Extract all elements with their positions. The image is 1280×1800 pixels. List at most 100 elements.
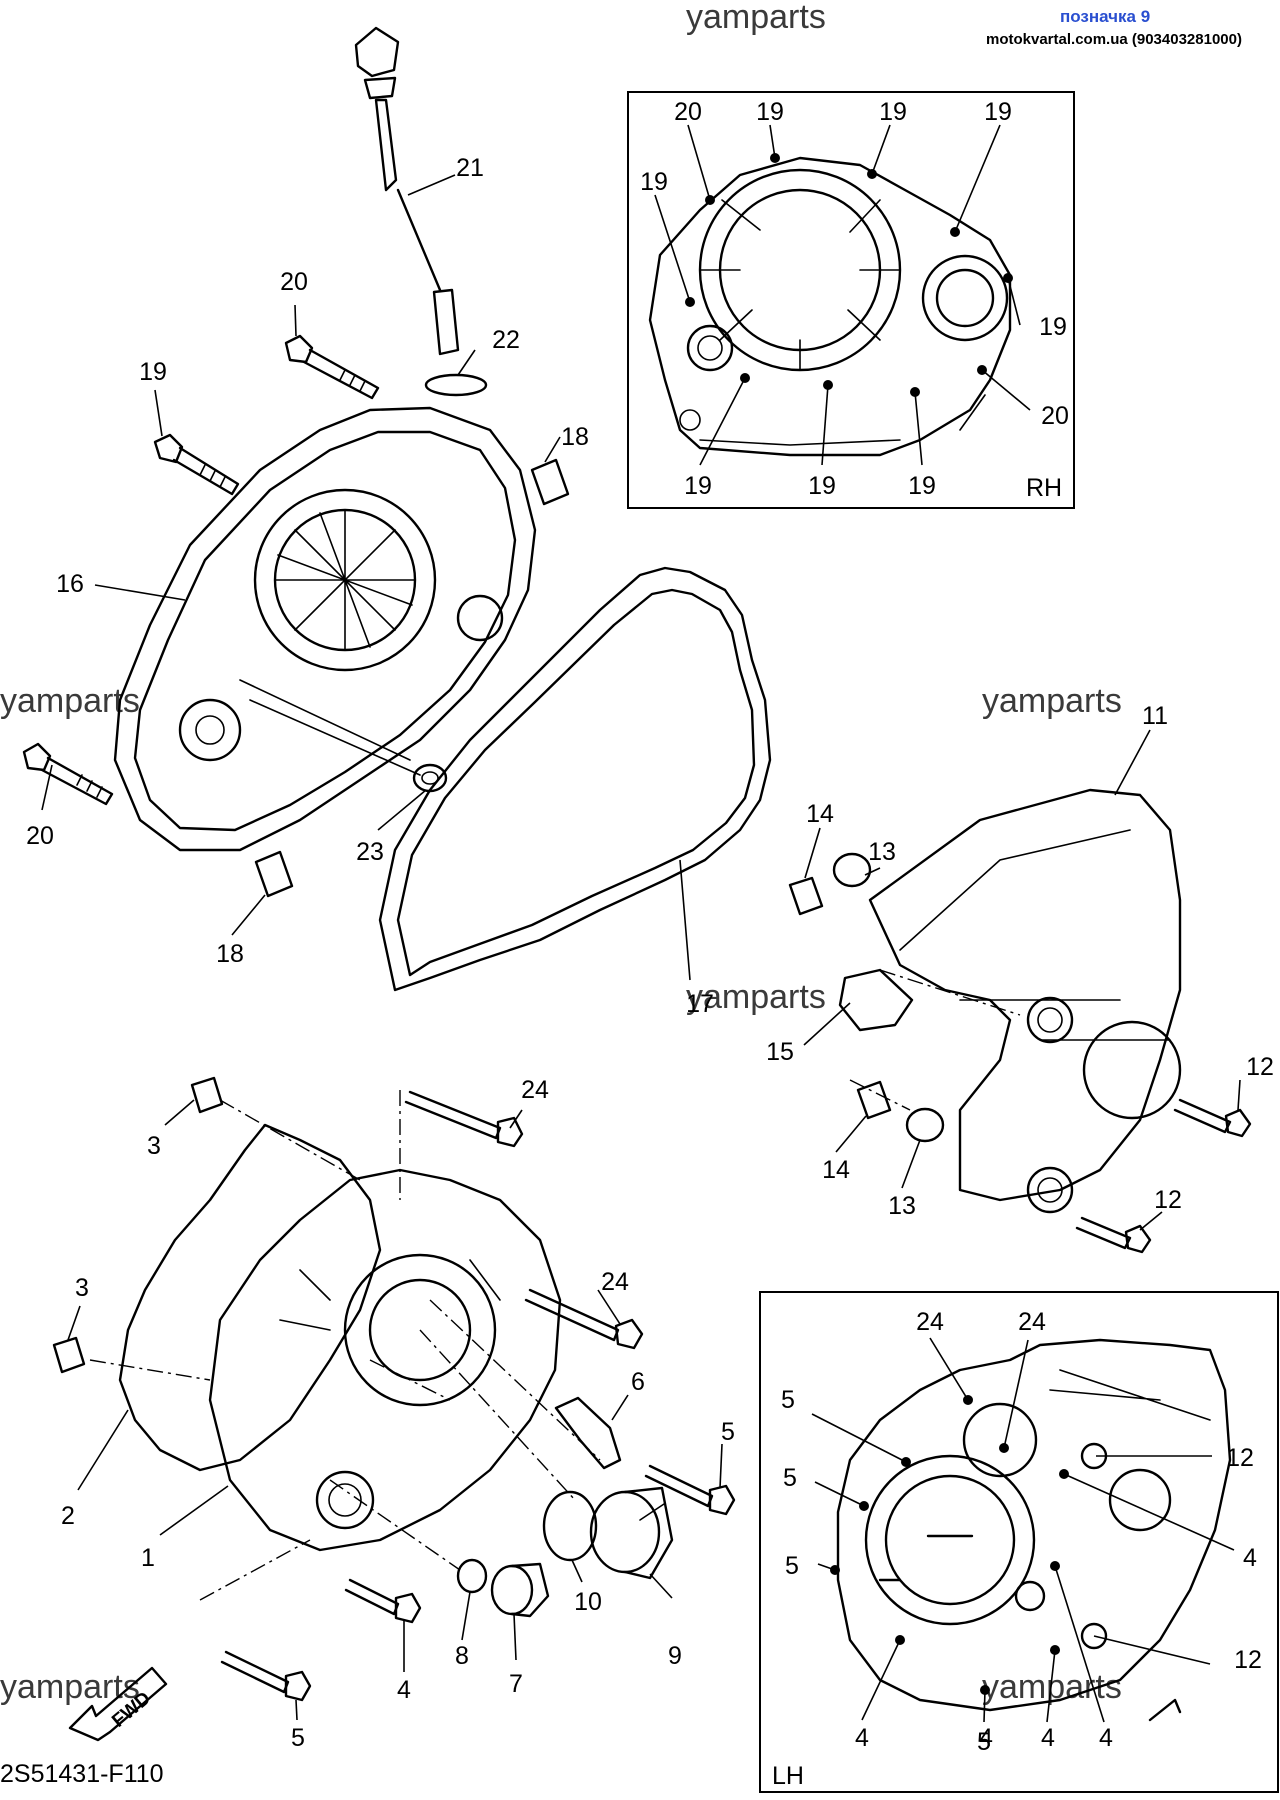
callout-label: 4 <box>1041 1724 1055 1752</box>
right-cover-leaders <box>803 729 1241 1231</box>
callout-label: 5 <box>783 1464 797 1492</box>
clutch-cover <box>113 406 537 852</box>
gasket <box>378 566 772 992</box>
callout-label: 9 <box>668 1642 682 1670</box>
callout-label: 20 <box>674 98 702 126</box>
oil-seal <box>412 763 448 793</box>
callout-label: 19 <box>684 472 712 500</box>
o-ring <box>542 1490 598 1562</box>
callout-label: 20 <box>1041 402 1069 430</box>
callout-label: 7 <box>509 1670 523 1698</box>
callout-label: 19 <box>756 98 784 126</box>
damper <box>838 968 914 1032</box>
bolt <box>1075 1216 1152 1254</box>
callout-label: 13 <box>888 1192 916 1220</box>
right-cover-assembly: 11 14 13 15 12 14 13 12 <box>766 702 1274 1254</box>
callout-label: 3 <box>75 1274 89 1302</box>
callout-label: 20 <box>26 822 54 850</box>
collar <box>856 1080 892 1120</box>
callout-label: 11 <box>1142 702 1168 730</box>
callout-label: 14 <box>806 800 834 828</box>
callout-label: 2 <box>61 1502 75 1530</box>
lower-assembly: 24 3 24 3 6 5 2 1 10 8 9 7 4 5 <box>52 1076 736 1752</box>
callout-label: 24 <box>601 1268 629 1296</box>
bolt <box>1173 1098 1252 1138</box>
callout-label: 5 <box>781 1386 795 1414</box>
dowel-pin <box>254 850 294 898</box>
header-site: motokvartal.com.ua (903403281000) <box>986 31 1242 48</box>
callout-label: 19 <box>640 168 668 196</box>
callout-label: 23 <box>356 838 384 866</box>
grommet <box>832 852 872 888</box>
bolt <box>22 742 114 806</box>
callout-label: 24 <box>521 1076 549 1104</box>
watermark: yamparts <box>686 978 826 1016</box>
callout-label: 22 <box>492 326 520 354</box>
bolt <box>220 1650 312 1702</box>
callout-label: 18 <box>561 423 589 451</box>
callout-label: 24 <box>1018 1308 1046 1336</box>
callout-label: 10 <box>574 1588 602 1616</box>
callout-label: 12 <box>1154 1186 1182 1214</box>
dowel-pin <box>530 458 570 506</box>
rh-cover-drawing <box>648 156 1012 457</box>
lh-leaders <box>811 1337 1235 1723</box>
callout-label: 1 <box>141 1544 155 1572</box>
header-title: позначка 9 <box>1060 7 1150 26</box>
bolt <box>404 1090 524 1148</box>
callout-label: 19 <box>984 98 1012 126</box>
callout-label: 12 <box>1226 1444 1254 1472</box>
callout-label: 19 <box>1039 313 1067 341</box>
o-ring <box>456 1558 488 1594</box>
bolt <box>284 334 380 400</box>
callout-label: 13 <box>868 838 896 866</box>
plug-cap <box>589 1486 674 1580</box>
callout-label: 4 <box>855 1724 869 1752</box>
callout-label: 4 <box>979 1724 993 1752</box>
bolt <box>644 1464 736 1516</box>
gasket-inner <box>396 588 756 977</box>
rh-inset-panel: 20 19 19 19 19 19 20 19 19 19 RH <box>627 91 1075 509</box>
bolt <box>524 1288 644 1350</box>
callout-label: 5 <box>291 1724 305 1752</box>
callout-label: 14 <box>822 1156 850 1184</box>
rotor-housing <box>343 1253 497 1407</box>
collar <box>788 876 824 916</box>
callout-label: 8 <box>455 1642 469 1670</box>
bolt <box>344 1578 422 1624</box>
cover-gasket <box>118 1123 382 1472</box>
callout-label: 3 <box>147 1132 161 1160</box>
callout-label: 21 <box>456 154 484 182</box>
callout-label: 5 <box>977 1728 991 1756</box>
callout-label: 4 <box>397 1676 411 1704</box>
panel-label-lh: LH <box>772 1762 804 1790</box>
rh-leaders <box>654 124 1031 466</box>
callout-label: 12 <box>1234 1646 1262 1674</box>
upper-leaders <box>41 174 691 981</box>
plug <box>490 1562 550 1618</box>
lh-inset-panel: 24 24 5 12 5 4 5 4 12 4 5 4 4 LH <box>759 1291 1279 1793</box>
rh-panel-frame <box>627 91 1075 509</box>
dowel-pin <box>190 1076 224 1114</box>
lh-panel-frame <box>759 1291 1279 1793</box>
callout-label: 18 <box>216 940 244 968</box>
callout-label: 19 <box>139 358 167 386</box>
callout-label: 5 <box>721 1418 735 1446</box>
crankcase-cover <box>208 1168 562 1552</box>
panel-label-rh: RH <box>1026 474 1062 502</box>
callout-label: 19 <box>808 472 836 500</box>
callout-label: 19 <box>908 472 936 500</box>
callout-label: 4 <box>1099 1724 1113 1752</box>
sprocket-cover <box>868 788 1182 1202</box>
watermark: yamparts <box>982 682 1122 720</box>
watermark: yamparts <box>686 0 826 36</box>
grommet <box>905 1107 945 1143</box>
watermark: yamparts <box>0 1668 140 1706</box>
upper-assembly: 21 22 20 19 18 16 20 23 18 17 <box>22 26 772 1018</box>
callout-label: 4 <box>1243 1544 1257 1572</box>
dipstick <box>354 26 460 356</box>
callout-label: 19 <box>879 98 907 126</box>
callout-label: 24 <box>916 1308 944 1336</box>
watermark: yamparts <box>0 682 140 720</box>
